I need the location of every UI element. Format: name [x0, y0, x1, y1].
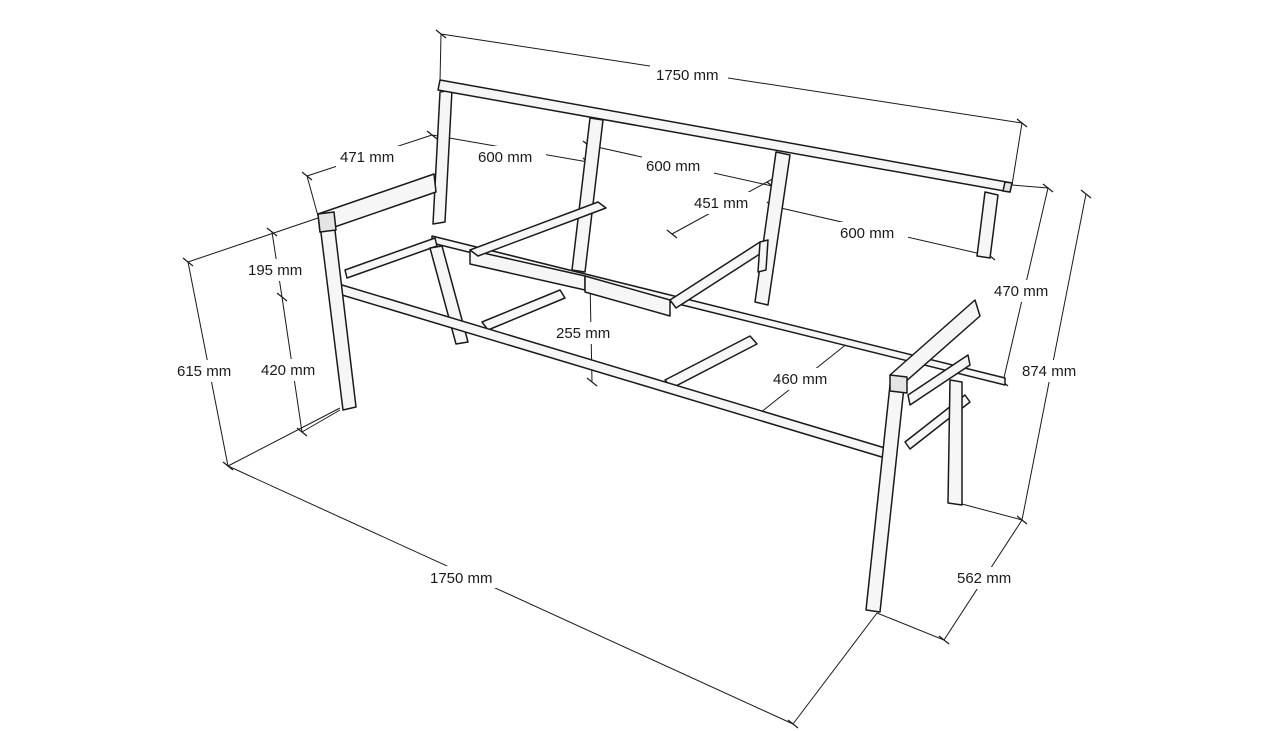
- label-bg: [690, 192, 762, 214]
- ext-line: [1011, 184, 1049, 189]
- label-874: 874 mm: [1022, 363, 1076, 380]
- label-bg: [244, 259, 316, 281]
- left-front-leg: [319, 221, 357, 411]
- label-bg: [553, 322, 625, 344]
- label-600-a: 600 mm: [478, 149, 532, 166]
- label-bg: [1018, 360, 1090, 382]
- label-bg: [336, 146, 408, 168]
- label-562: 562 mm: [957, 570, 1011, 587]
- bench-frame: [317, 79, 1013, 613]
- ext-line: [792, 612, 878, 725]
- seat-slat-center-left: [481, 289, 566, 331]
- label-255: 255 mm: [556, 325, 610, 342]
- back-post-center-right: [754, 151, 791, 306]
- left-armrest-end: [317, 211, 337, 233]
- dim-line-top-1750: [440, 33, 1023, 124]
- seat-slat-center-right: [664, 335, 758, 389]
- dim-line-874: [1021, 193, 1087, 521]
- label-bg: [642, 155, 714, 177]
- label-bg: [990, 280, 1062, 302]
- back-post-center-left: [571, 117, 604, 273]
- console-right-arm: [669, 241, 767, 309]
- label-451: 451 mm: [694, 195, 748, 212]
- label-420: 420 mm: [261, 362, 315, 379]
- ext-line: [1011, 122, 1023, 186]
- ext-line: [439, 33, 442, 83]
- label-600-b: 600 mm: [646, 158, 700, 175]
- label-bg: [174, 360, 246, 382]
- seat-slat-left: [344, 237, 438, 279]
- label-top-1750: 1750 mm: [656, 67, 719, 84]
- label-bg: [836, 222, 908, 244]
- ext-line: [227, 407, 341, 467]
- right-rear-leg: [947, 379, 963, 506]
- label-460: 460 mm: [773, 371, 827, 388]
- right-front-leg: [865, 384, 905, 613]
- label-470: 470 mm: [994, 283, 1048, 300]
- label-bg: [474, 146, 546, 168]
- label-bg: [650, 64, 728, 86]
- back-post-right: [976, 191, 999, 259]
- back-post-left: [432, 89, 453, 225]
- ext-line: [301, 409, 341, 433]
- label-bg: [426, 566, 506, 588]
- label-bottom-1750: 1750 mm: [430, 570, 493, 587]
- top-rail-end: [1002, 181, 1013, 193]
- console-left-arm: [469, 201, 607, 257]
- label-600-c: 600 mm: [840, 225, 894, 242]
- label-615: 615 mm: [177, 363, 231, 380]
- ext-line: [961, 503, 1023, 521]
- console-base: [584, 275, 671, 317]
- ext-line: [187, 217, 319, 263]
- right-side-rail-lower: [907, 354, 971, 406]
- right-armrest-end: [889, 374, 908, 394]
- ext-line: [306, 175, 319, 217]
- dim-line-bottom-1750: [227, 465, 794, 725]
- label-bg: [258, 359, 330, 381]
- label-471: 471 mm: [340, 149, 394, 166]
- label-bg: [770, 368, 842, 390]
- dimension-labels: 1750 mm 1750 mm 471 mm 600 mm 600 mm 451…: [174, 64, 1090, 589]
- label-bg: [954, 567, 1026, 589]
- ext-line: [876, 612, 945, 641]
- label-195: 195 mm: [248, 262, 302, 279]
- console-right-post: [757, 239, 769, 273]
